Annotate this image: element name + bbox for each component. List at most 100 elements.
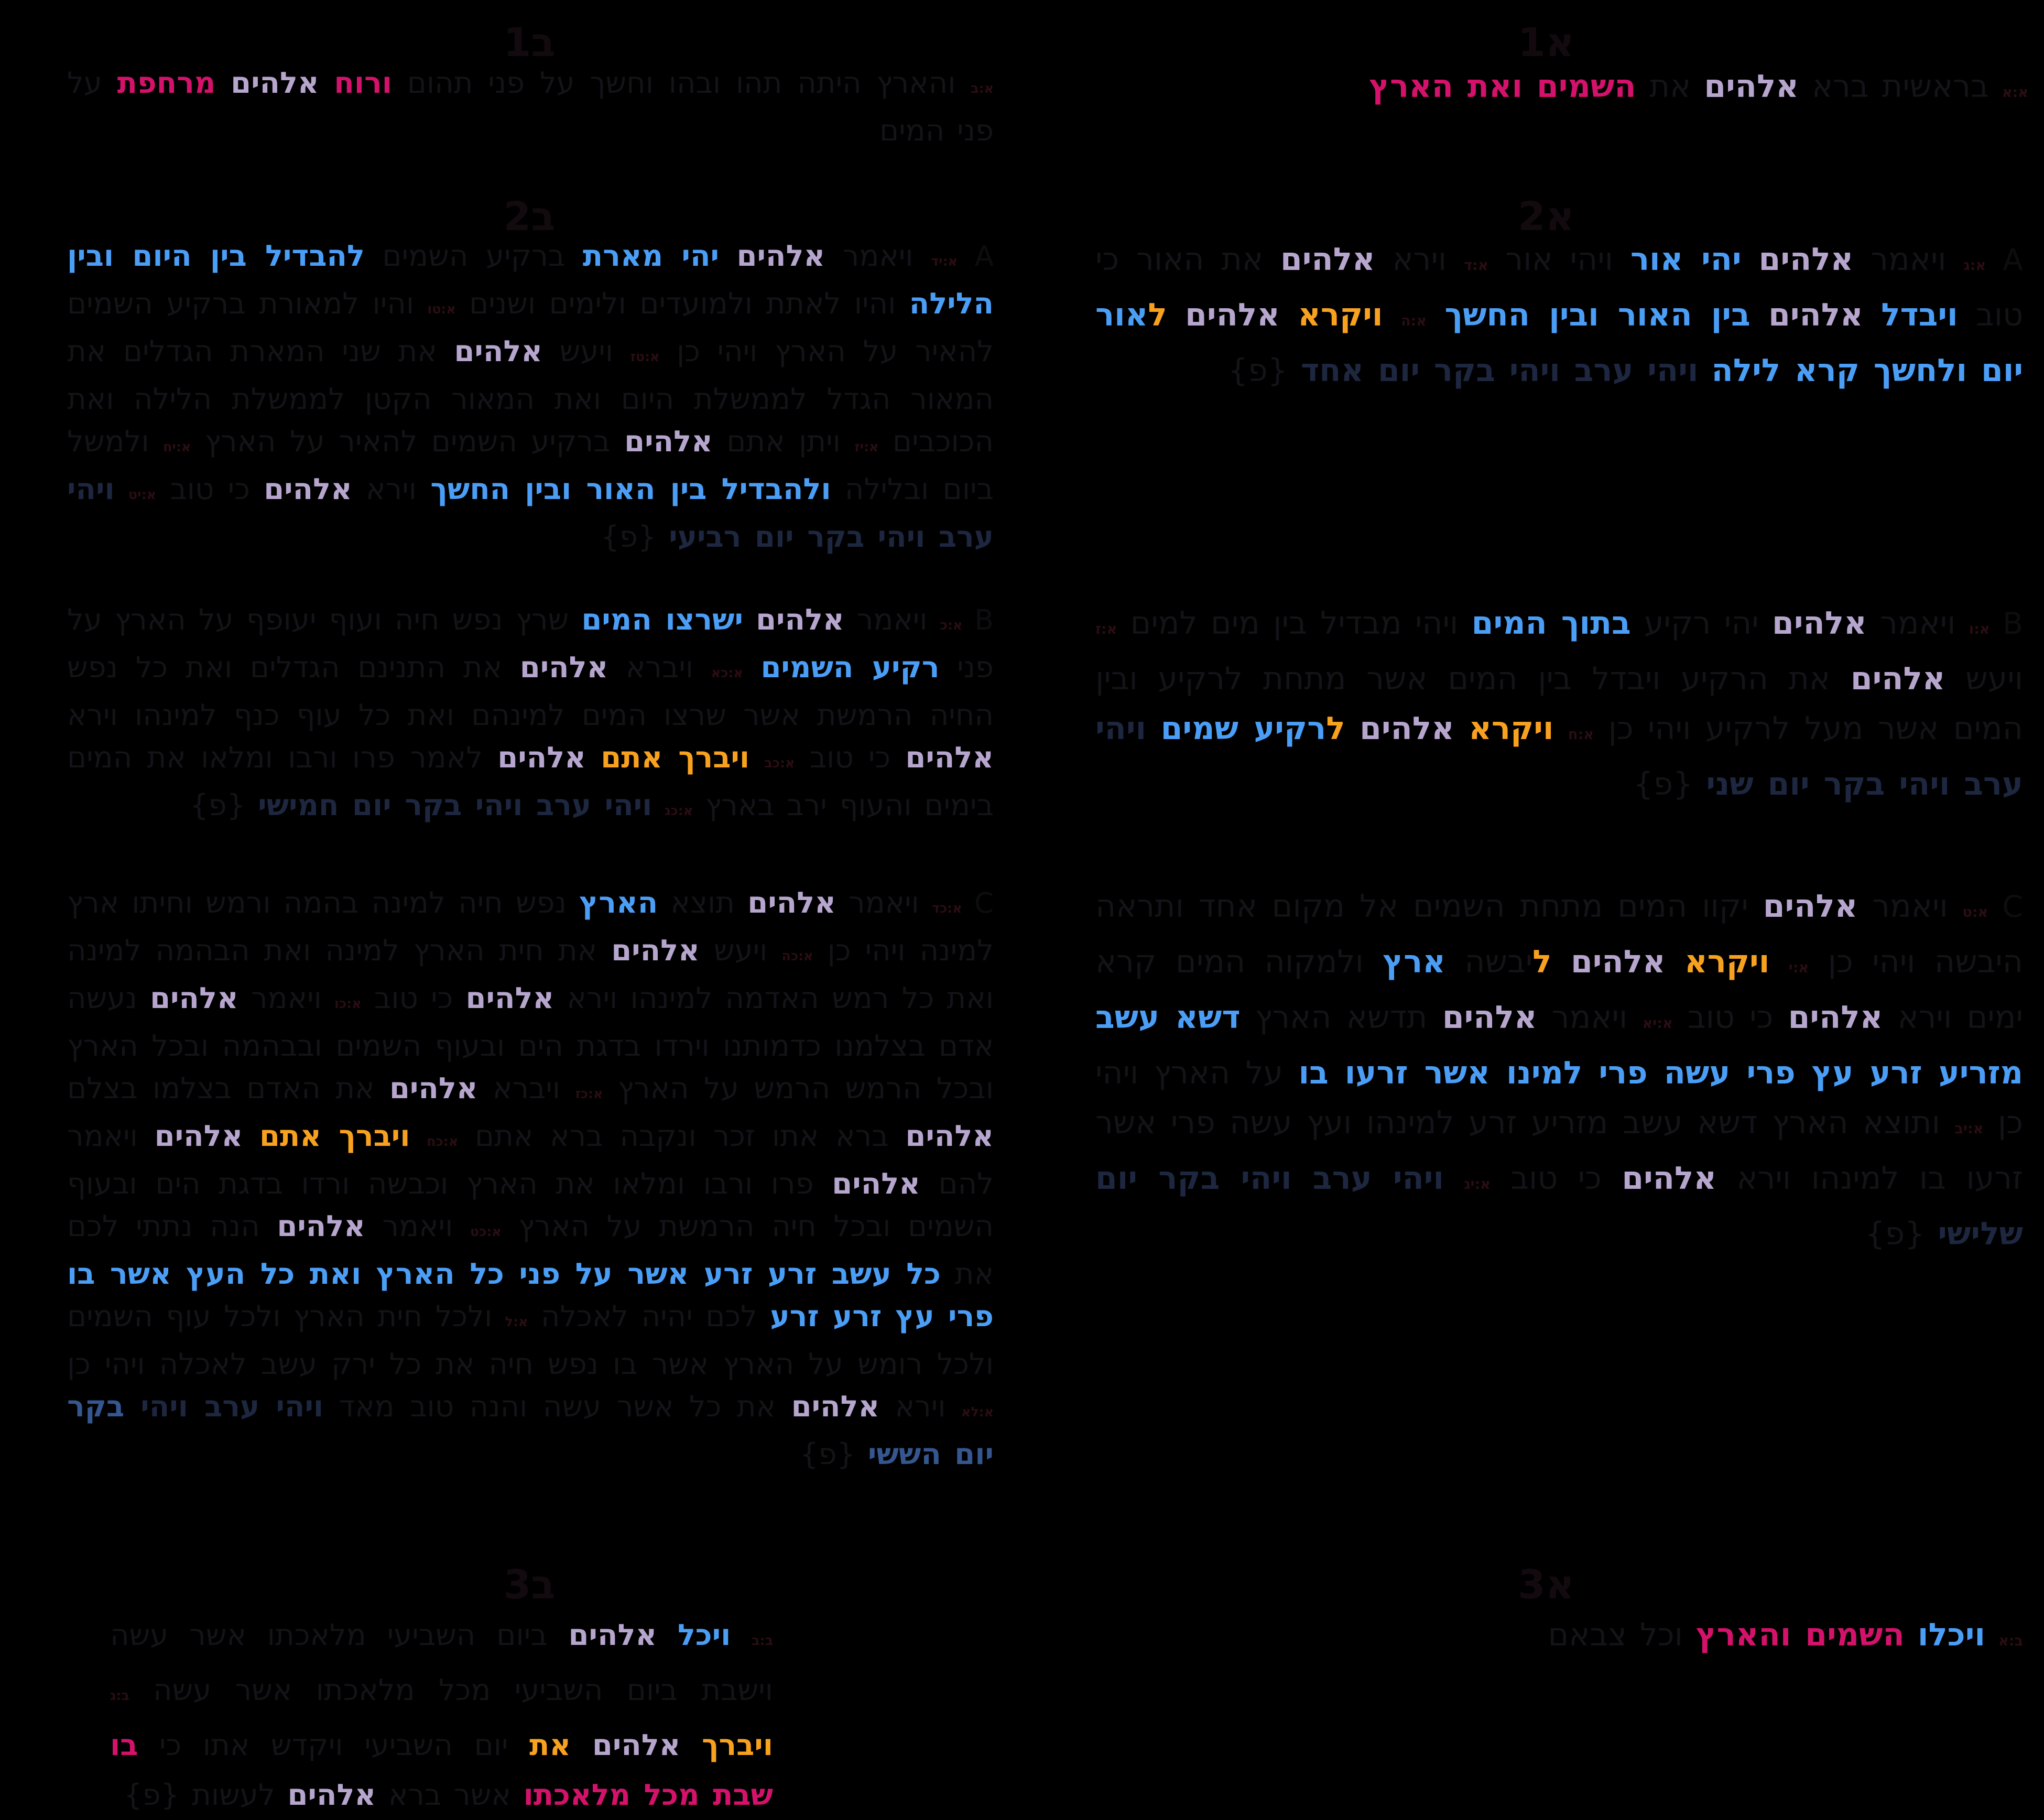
text-segment <box>1427 297 1444 333</box>
verse-ref-marker: א:כו <box>334 996 362 1011</box>
text-segment: ויבדל <box>1881 297 1958 333</box>
text-segment: ויברך <box>702 1728 773 1762</box>
text-segment: אלהים <box>1763 888 1858 925</box>
text-segment <box>1905 1617 1918 1653</box>
text-segment: אלהים <box>1185 297 1280 333</box>
text-segment: את כל אשר עשה והנה טוב מאד <box>323 1390 791 1424</box>
verse-ref-marker: א:כ <box>940 618 963 633</box>
text-segment: כי טוב <box>795 741 906 775</box>
text-segment: ויעש <box>1945 660 2023 697</box>
verse-ref-marker: א:ו <box>1969 621 1990 637</box>
text-segment: ויקרא <box>1684 944 1770 980</box>
text-segment <box>1167 297 1185 333</box>
text-segment: ויהי ערב ויהי בקר יום שלישי <box>1095 1160 2023 1252</box>
text-segment: אלהים <box>454 334 543 369</box>
text-segment: ויאמר <box>1537 999 1643 1036</box>
text-segment: לכם יהיה לאכלה <box>528 1299 770 1334</box>
verse-ref-marker: א:כא <box>711 665 743 680</box>
text-segment: אלהים <box>1360 710 1454 747</box>
verse-gen-2-1: ב:א ויכלו השמים והארץ וכל צבאם <box>1095 1610 2044 1666</box>
text-segment: הנה נתתי לכם את <box>67 1209 994 1291</box>
text-segment: ויאמר <box>825 239 931 273</box>
text-segment: {פ} <box>799 1437 868 1471</box>
text-segment: כי טוב <box>361 981 466 1015</box>
text-segment: את התנינם הגדלים ואת כל נפש החיה הרמשת א… <box>67 651 994 732</box>
text-segment: אלהים <box>592 1728 681 1762</box>
day-parallel-marker: B <box>962 604 994 636</box>
text-segment <box>652 788 665 822</box>
day-parallel-marker: A <box>1986 243 2024 277</box>
day-parallel-marker: C <box>1988 890 2023 924</box>
text-segment: ויהי מבדיל בין מים למים <box>1117 605 1472 642</box>
verse-ref-marker: א:יב <box>1954 1121 1984 1137</box>
text-segment <box>1751 297 1768 333</box>
text-segment: כל עשב זרע זרע אשר על פני כל הארץ ואת כל… <box>67 1257 994 1334</box>
text-segment: יהי מארת <box>582 239 719 273</box>
verse-ref-marker: א:יז <box>854 439 879 454</box>
text-segment <box>657 1618 678 1652</box>
text-segment <box>1345 710 1360 747</box>
text-segment: ויאמר <box>1866 605 1969 642</box>
text-segment: אלהים <box>1570 944 1666 980</box>
text-segment: אלהים <box>1280 241 1375 278</box>
paragraph-day-2: B א:ו ויאמר אלהים יהי רקיע בתוך המים ויה… <box>1095 599 2023 809</box>
text-segment: בקר יום הששי <box>67 1390 994 1471</box>
verse-ref-marker: א:כב <box>764 755 795 771</box>
day-parallel-marker: A <box>957 240 994 273</box>
paragraph-day-1: A א:ג ויאמר אלהים יהי אור ויהי אור א:ד ו… <box>1095 235 2023 396</box>
text-segment: וירא <box>352 472 431 506</box>
text-segment: אלהים <box>905 1119 994 1153</box>
text-segment <box>1742 241 1759 278</box>
verse-ref-marker: א:יח <box>163 439 191 454</box>
text-segment: נפש חיה למינה בהמה ורמש וחיתו ארץ למינה … <box>67 886 994 968</box>
text-segment <box>410 1119 427 1153</box>
text-segment: ל <box>1532 944 1552 980</box>
verse-ref-marker: א:טו <box>427 301 456 317</box>
text-segment: {פ} <box>601 520 669 554</box>
text-segment <box>1146 710 1161 747</box>
text-segment: דשא עשב מזריע זרע עץ פרי עשה פרי למינו א… <box>1095 999 2024 1091</box>
text-segment: ברא אתו זכר ונקבה ברא אתם <box>458 1119 906 1153</box>
cell-label-left-row2: ב2 <box>503 193 556 240</box>
cell-label-right-row1: א1 <box>1517 19 1575 66</box>
text-segment: אלהים <box>1622 1160 1717 1197</box>
text-segment: {פ} <box>1633 766 1706 803</box>
text-segment: אלהים <box>389 1071 478 1106</box>
text-segment: בין האור ובין החשך <box>1444 297 1751 333</box>
text-segment: כי טוב <box>1490 1160 1622 1197</box>
text-segment: בראשית ברא <box>1798 68 2002 105</box>
text-segment: ל <box>1326 710 1345 747</box>
text-segment: אלהים <box>154 1119 243 1153</box>
text-segment: ויהי ערב ויהי בקר יום שני <box>1095 710 2023 803</box>
text-segment: כי טוב <box>1672 999 1788 1036</box>
text-segment: מרחפת <box>117 66 216 100</box>
text-segment: יקוו המים מתחת השמים אל מקום אחד ותראה ה… <box>1095 888 2023 980</box>
text-segment: וירא <box>879 1390 961 1424</box>
text-segment: אלהים <box>287 1778 376 1812</box>
text-segment <box>586 741 601 775</box>
text-segment: לעשות <box>179 1778 288 1812</box>
verse-ref-marker: א:כה <box>781 948 813 963</box>
text-segment <box>1769 944 1788 980</box>
text-segment: {פ} <box>1228 352 1301 389</box>
text-segment <box>1666 944 1684 980</box>
verse-ref-marker: א:כט <box>470 1224 502 1239</box>
text-segment: אלהים <box>277 1209 365 1243</box>
cell-label-right-row2: א2 <box>1517 193 1575 240</box>
text-segment: להבדיל בין היום ובין הלילה <box>67 239 994 321</box>
text-segment: ישרצו המים <box>581 603 743 637</box>
day-parallel-marker: B <box>1989 606 2023 641</box>
text-segment: ויברא <box>477 1071 575 1106</box>
text-segment: {פ} <box>124 1778 180 1812</box>
text-segment: יהי אור <box>1630 241 1742 278</box>
text-segment: רקיע שמים <box>1160 710 1327 747</box>
text-segment: {פ} <box>190 788 258 822</box>
cell-label-right-row3: א3 <box>1517 1561 1575 1608</box>
text-segment: ויקרא <box>1469 710 1554 747</box>
text-segment: ויכל <box>677 1618 731 1652</box>
paragraph-day-6: C א:כד ויאמר אלהים תוצא הארץ נפש חיה למי… <box>67 882 994 1476</box>
text-segment: ויעש <box>699 934 782 968</box>
verse-ref-marker: ב:א <box>1998 1633 2023 1649</box>
text-segment: אלהים <box>497 741 586 775</box>
text-segment: ויאמר <box>365 1209 470 1243</box>
